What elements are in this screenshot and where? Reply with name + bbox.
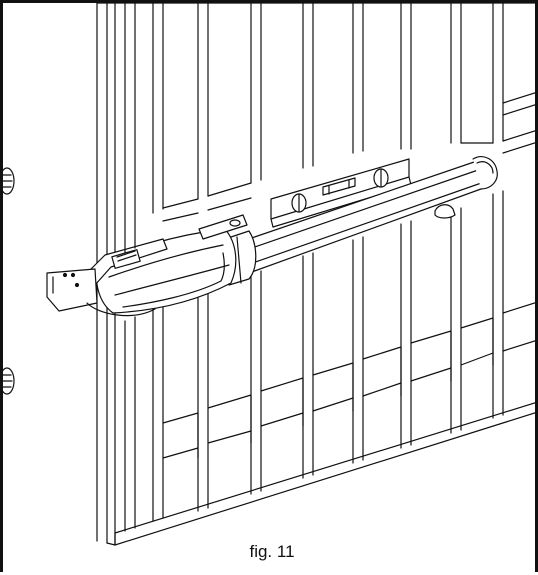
gate-inner-left (124, 3, 136, 532)
linear-actuator[interactable] (46, 156, 498, 317)
gate-installation-drawing (3, 3, 538, 546)
hinge-upper (3, 167, 15, 195)
figure-caption: fig. 11 (249, 542, 295, 561)
gate-upper-panels (162, 129, 538, 222)
hinge-lower (3, 367, 15, 395)
gate-stiles (152, 3, 504, 522)
gate-right-rail (502, 91, 538, 116)
gate-lower-panels (162, 301, 538, 459)
